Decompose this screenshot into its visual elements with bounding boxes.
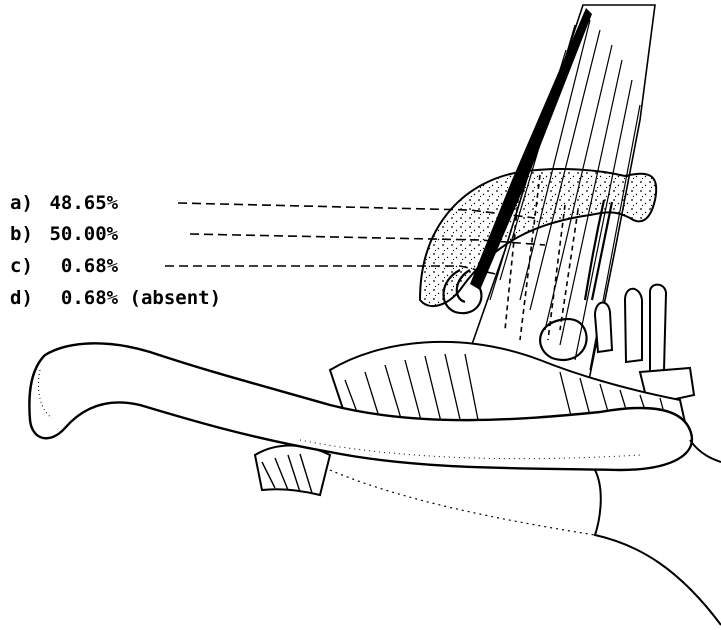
label-b-value: 50.00% — [49, 223, 118, 245]
lower-muscle-strip — [255, 446, 330, 495]
label-c-letter: c) — [10, 257, 38, 276]
label-d-value: 0.68% — [61, 287, 118, 309]
label-d-letter: d) — [10, 289, 38, 308]
label-a-value: 48.65% — [49, 192, 118, 214]
label-c-value: 0.68% — [61, 255, 118, 277]
label-d-note: (absent) — [130, 287, 222, 309]
label-b: b) 50.00% — [10, 225, 118, 244]
label-a-letter: a) — [10, 194, 38, 213]
label-c: c) 0.68% — [10, 257, 118, 276]
label-a: a) 48.65% — [10, 194, 118, 213]
label-d: d) 0.68% (absent) — [10, 289, 221, 308]
label-b-letter: b) — [10, 225, 38, 244]
